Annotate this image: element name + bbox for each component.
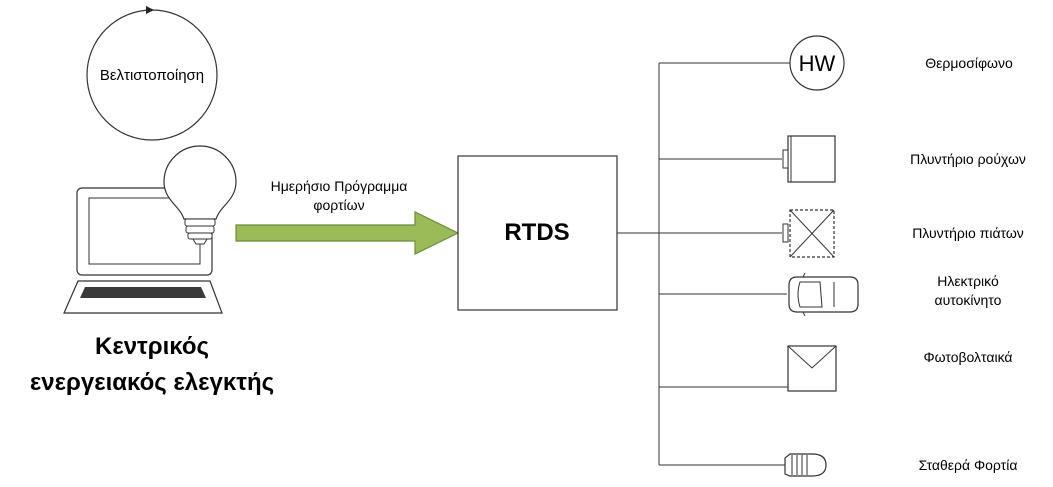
- optimization-label: Βελτιστοποίηση: [100, 67, 204, 84]
- bus-lines: [617, 62, 790, 466]
- load-label-fixed: Σταθερά Φορτία: [919, 457, 1018, 473]
- car-icon: [788, 272, 859, 317]
- load-label-water-heater: Θερμοσίφωνο: [925, 55, 1013, 71]
- lamp-icon: [784, 453, 827, 477]
- controller-title-line1: Κεντρικός: [95, 333, 209, 360]
- rtds-box: [457, 155, 618, 311]
- dishwasher-icon: [782, 209, 835, 258]
- load-label-ev-line2: αυτοκίνητο: [935, 292, 1002, 308]
- load-label-washing-machine: Πλυντήριο ρούχων: [910, 151, 1026, 167]
- water-heater-icon: HW: [789, 35, 845, 91]
- washing-machine-icon: [782, 135, 836, 183]
- rtds-label: RTDS: [504, 219, 569, 246]
- load-label-pv: Φωτοβολταικά: [923, 349, 1012, 365]
- load-labels: Θερμοσίφωνο Πλυντήριο ρούχων Πλυντήριο π…: [910, 55, 1026, 473]
- water-heater-label: HW: [799, 51, 836, 76]
- lightbulb-icon: [163, 145, 237, 245]
- load-label-ev-line1: Ηλεκτρικό: [937, 273, 999, 289]
- arrow-label-line1: Ημερήσιο Πρόγραμμα: [271, 178, 408, 194]
- load-label-dishwasher: Πλυντήριο πιάτων: [912, 225, 1024, 241]
- arrow-label-line2: φορτίων: [313, 197, 364, 213]
- envelope-icon: [787, 345, 837, 392]
- schedule-arrow: [235, 211, 460, 255]
- cycle-arrow-icon: [146, 6, 154, 14]
- optimization-cycle: Βελτιστοποίηση: [86, 6, 218, 141]
- controller-title-line2: ενεργειακός ελεγκτής: [30, 369, 274, 396]
